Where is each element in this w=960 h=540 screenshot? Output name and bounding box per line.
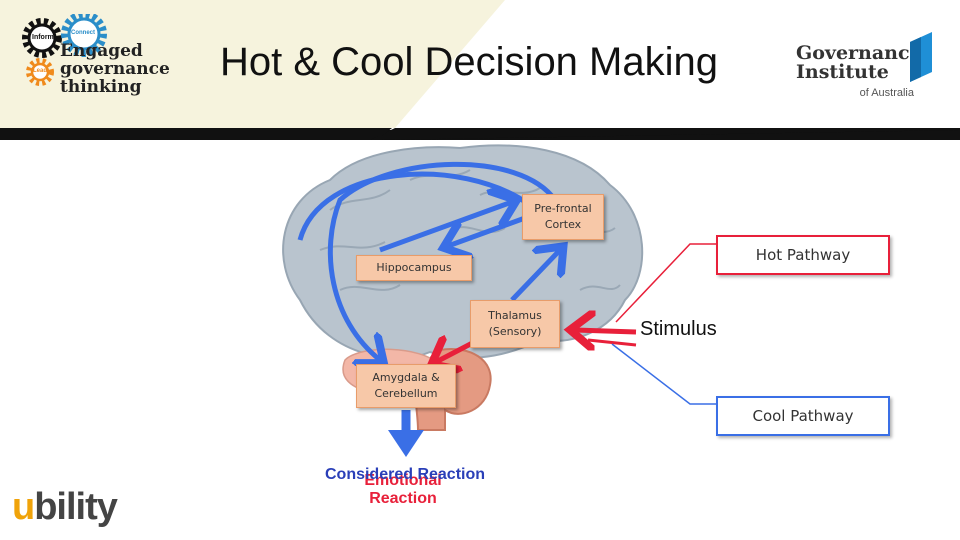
header-band <box>0 0 960 140</box>
hippocampus-node: Hippocampus <box>356 255 472 281</box>
partner-logo-line1: Governance <box>796 42 922 64</box>
hot-pathway-label: Hot Pathway <box>716 235 890 275</box>
badge-inform: Inform <box>32 34 54 41</box>
emotional-reaction-label: Emotional Reaction <box>364 472 442 507</box>
thalamus-to-prefrontal-arrow <box>510 250 560 302</box>
gear-lead-icon <box>26 58 54 86</box>
ubility-logo-u: u <box>12 486 35 528</box>
gears-logo <box>22 14 107 86</box>
prefrontal-cortex-node: Pre-frontal Cortex <box>522 194 604 240</box>
gear-inform-icon <box>22 18 62 58</box>
brand-line-2: governance <box>60 59 170 79</box>
ubility-logo-rest: bility <box>34 486 118 528</box>
cool-arc-arrow <box>327 161 558 360</box>
prefrontal-to-hippocampus-arrow <box>448 215 526 246</box>
partner-logo-line2: Institute <box>796 61 889 83</box>
considered-reaction-label: Considered Reaction <box>300 466 510 484</box>
partner-logo-line3: of Australia <box>859 87 914 99</box>
partner-logo: Governance Institute of Australia <box>796 44 922 103</box>
thalamus-node: Thalamus (Sensory) <box>470 300 560 348</box>
brand-line-1: Engaged <box>60 41 143 61</box>
thalamus-label: Thalamus <box>488 309 542 322</box>
page-title: Hot & Cool Decision Making <box>220 40 718 84</box>
stimulus-lower-arrow <box>587 338 637 347</box>
ubility-logo: ubility <box>12 486 118 529</box>
brand-line-3: thinking <box>60 77 142 97</box>
stimulus-arrow <box>575 330 637 332</box>
considered-reaction-text: Considered Reaction <box>324 466 486 483</box>
cool-pathway-connector <box>611 343 716 405</box>
hot-pathway-connector <box>615 243 716 323</box>
amygdala-cerebellum-node: Amygdala & Cerebellum <box>356 364 456 408</box>
badge-connect: Connect <box>71 30 95 36</box>
gear-connect-icon <box>61 14 107 57</box>
thalamus-sublabel: (Sensory) <box>488 325 542 338</box>
badge-lead: Lead <box>33 68 48 74</box>
brand-text: Engaged governance thinking <box>60 42 170 96</box>
cool-pathway-label: Cool Pathway <box>716 396 890 436</box>
stimulus-label: Stimulus <box>640 318 717 340</box>
partner-logo-mark-icon <box>910 32 932 82</box>
